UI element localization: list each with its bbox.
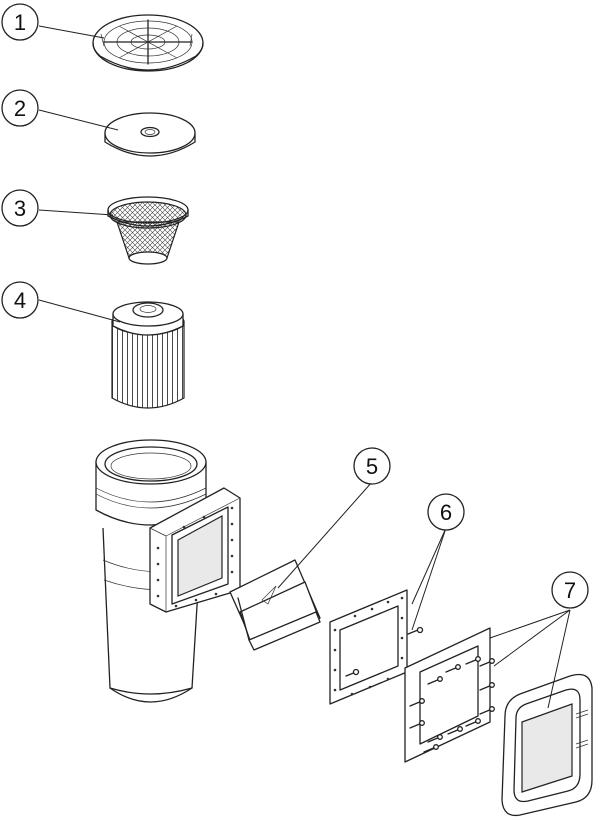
callout-label: 1	[14, 10, 26, 35]
leader-lines	[38, 25, 571, 709]
callout-3: 3	[1, 189, 39, 227]
callout-label: 7	[564, 578, 576, 603]
callout-circle	[353, 447, 391, 485]
callout-6: 6	[427, 493, 465, 531]
callout-label: 5	[366, 454, 378, 479]
callout-circle	[1, 189, 39, 227]
part-2-disc	[104, 112, 196, 157]
part-3-basket	[107, 196, 189, 265]
callout-label: 4	[14, 288, 26, 313]
callout-label: 2	[14, 96, 26, 121]
callout-circle	[1, 3, 39, 41]
skimmer-body	[95, 439, 241, 703]
callout-label: 6	[440, 500, 452, 525]
callout-7: 7	[551, 571, 589, 609]
callout-circle	[427, 493, 465, 531]
callout-2: 2	[1, 89, 39, 127]
callout-circle	[551, 571, 589, 609]
callout-1: 1	[1, 3, 39, 41]
callout-circle	[1, 281, 39, 319]
callout-5: 5	[353, 447, 391, 485]
faceplate	[404, 627, 495, 763]
callout-label: 3	[14, 196, 26, 221]
part-7-trim	[501, 673, 593, 817]
part-4-cartridge	[111, 301, 185, 409]
callout-circle	[1, 89, 39, 127]
part-1-lid	[92, 14, 204, 72]
callout-4: 4	[1, 281, 39, 319]
part-5-weir	[229, 559, 321, 651]
